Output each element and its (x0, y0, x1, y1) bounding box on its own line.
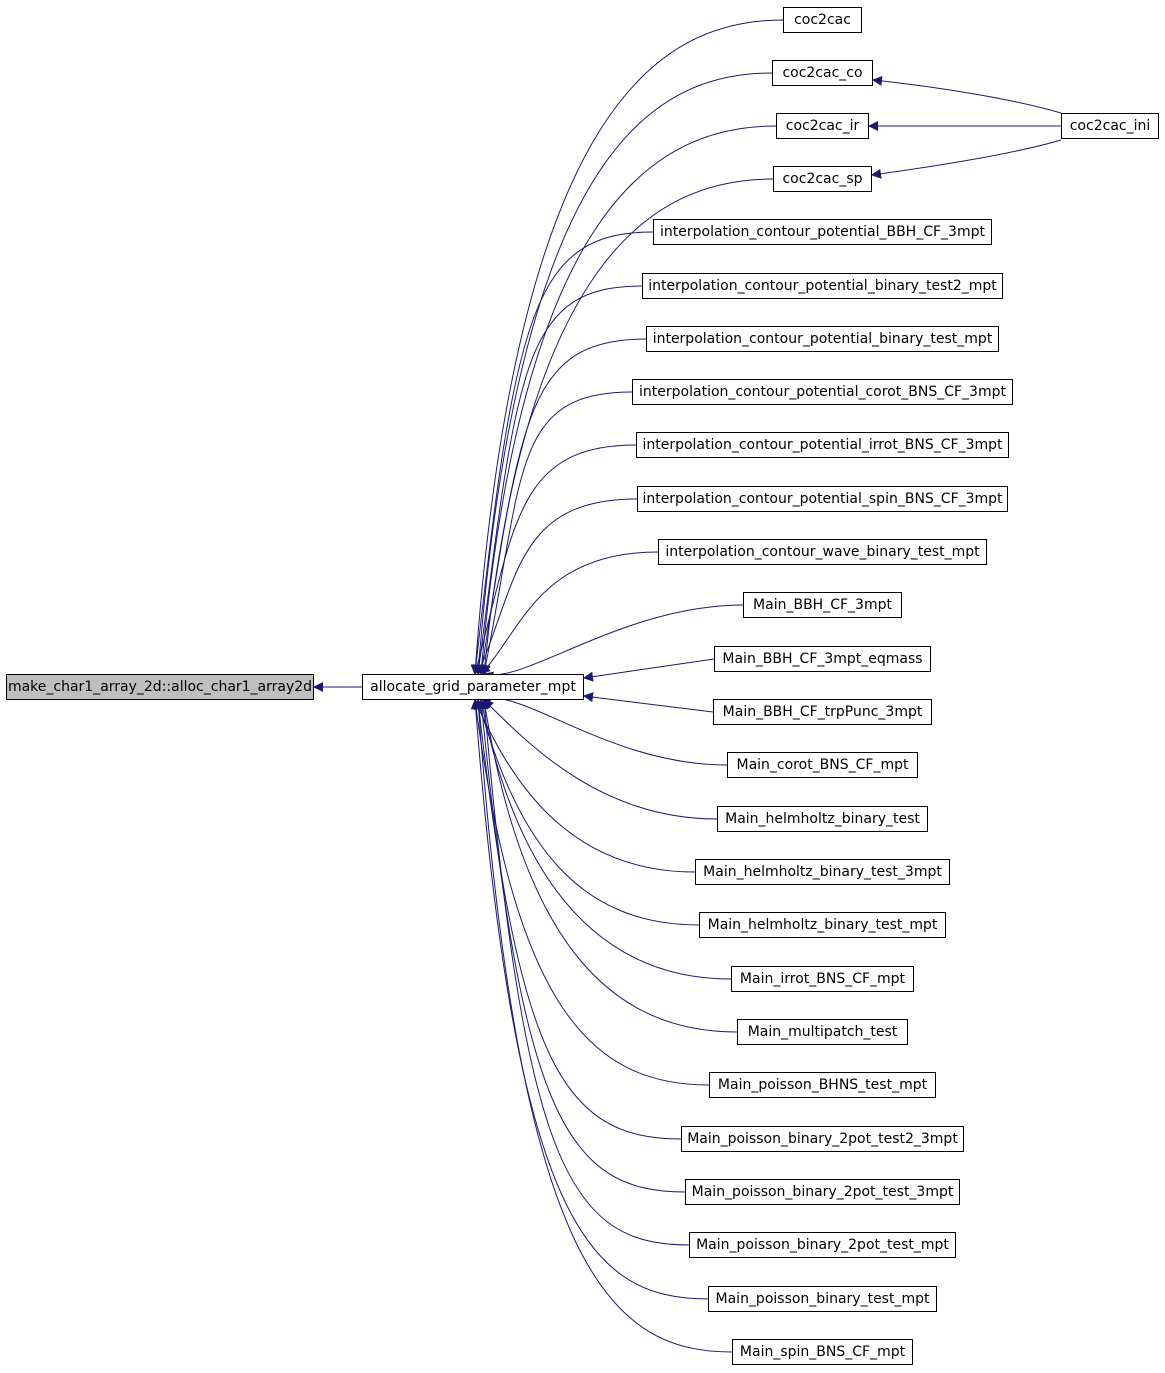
caller-node-16[interactable]: Main_helmholtz_binary_test_3mpt (695, 859, 950, 885)
edge-caller-18-to-hub (477, 699, 732, 980)
edge-caller-11-to-hub (483, 604, 744, 682)
caller-node-3[interactable]: coc2cac_sp (773, 166, 872, 192)
edge-caller-24-to-hub (470, 699, 709, 1300)
caller-node-6[interactable]: interpolation_contour_potential_binary_t… (646, 326, 999, 352)
edge-caller-6-to-hub (477, 338, 647, 675)
caller-node-5[interactable]: interpolation_contour_potential_binary_t… (642, 273, 1003, 299)
caller-node-15[interactable]: Main_helmholtz_binary_test (717, 806, 928, 832)
edge-caller-8-to-hub (472, 444, 637, 675)
caller-node-0[interactable]: coc2cac (783, 7, 862, 33)
caller-node-12[interactable]: Main_BBH_CF_3mpt_eqmass (714, 646, 931, 672)
edge-caller-4-to-hub (471, 231, 654, 675)
caller-node-23[interactable]: Main_poisson_binary_2pot_test_mpt (689, 1232, 956, 1258)
caller-node-8[interactable]: interpolation_contour_potential_irrot_BN… (636, 432, 1009, 458)
edge-caller-22-to-hub (476, 699, 686, 1193)
edge-caller-1-to-hub (473, 72, 773, 675)
caller-node-24[interactable]: Main_poisson_binary_test_mpt (708, 1286, 937, 1312)
caller-node-13[interactable]: Main_BBH_CF_trpPunc_3mpt (713, 699, 932, 725)
edge-caller-19-to-hub (480, 699, 738, 1033)
edge-caller-0-to-hub (470, 19, 784, 675)
edge-caller-5-to-hub (474, 285, 643, 675)
hub-node[interactable]: allocate_grid_parameter_mpt (362, 674, 584, 700)
caller-node-2[interactable]: coc2cac_ir (776, 113, 869, 139)
edge-caller-10-to-hub (480, 551, 659, 675)
caller-node-11[interactable]: Main_BBH_CF_3mpt (743, 592, 902, 618)
caller-node-10[interactable]: interpolation_contour_wave_binary_test_m… (658, 539, 987, 565)
caller-node-7[interactable]: interpolation_contour_potential_corot_BN… (632, 379, 1013, 405)
edge-caller-14-to-hub (480, 692, 728, 766)
edge-caller-9-to-hub (476, 498, 638, 675)
coc2cac-ini-node[interactable]: coc2cac_ini (1061, 113, 1159, 139)
caller-node-21[interactable]: Main_poisson_binary_2pot_test2_3mpt (681, 1126, 964, 1152)
edge-caller-20-to-hub (471, 699, 710, 1086)
edge-ini-to-coc2cac-sp (871, 139, 1062, 179)
caller-node-19[interactable]: Main_multipatch_test (737, 1019, 908, 1045)
caller-node-1[interactable]: coc2cac_co (772, 60, 873, 86)
edge-caller-15-to-hub (483, 699, 718, 820)
caller-node-20[interactable]: Main_poisson_BHNS_test_mpt (709, 1072, 936, 1098)
edge-caller-13-to-hub (583, 692, 714, 713)
edge-caller-23-to-hub (479, 699, 690, 1246)
edge-caller-17-to-hub (475, 699, 700, 926)
caller-node-22[interactable]: Main_poisson_binary_2pot_test_3mpt (685, 1179, 960, 1205)
caller-node-4[interactable]: interpolation_contour_potential_BBH_CF_3… (653, 219, 992, 245)
edge-caller-21-to-hub (474, 699, 682, 1140)
edge-caller-7-to-hub (480, 391, 633, 675)
edge-caller-25-to-hub (473, 699, 733, 1353)
edge-caller-2-to-hub (476, 125, 777, 675)
caller-node-14[interactable]: Main_corot_BNS_CF_mpt (727, 752, 918, 778)
root-node: make_char1_array_2d::alloc_char1_array2d (6, 674, 314, 700)
caller-node-18[interactable]: Main_irrot_BNS_CF_mpt (731, 966, 914, 992)
edge-caller-16-to-hub (474, 699, 696, 873)
edge-ini-to-coc2cac-co (872, 75, 1062, 114)
caller-node-25[interactable]: Main_spin_BNS_CF_mpt (732, 1339, 913, 1365)
caller-node-9[interactable]: interpolation_contour_potential_spin_BNS… (637, 486, 1008, 512)
caller-node-17[interactable]: Main_helmholtz_binary_test_mpt (699, 912, 946, 938)
edge-caller-12-to-hub (583, 658, 715, 682)
